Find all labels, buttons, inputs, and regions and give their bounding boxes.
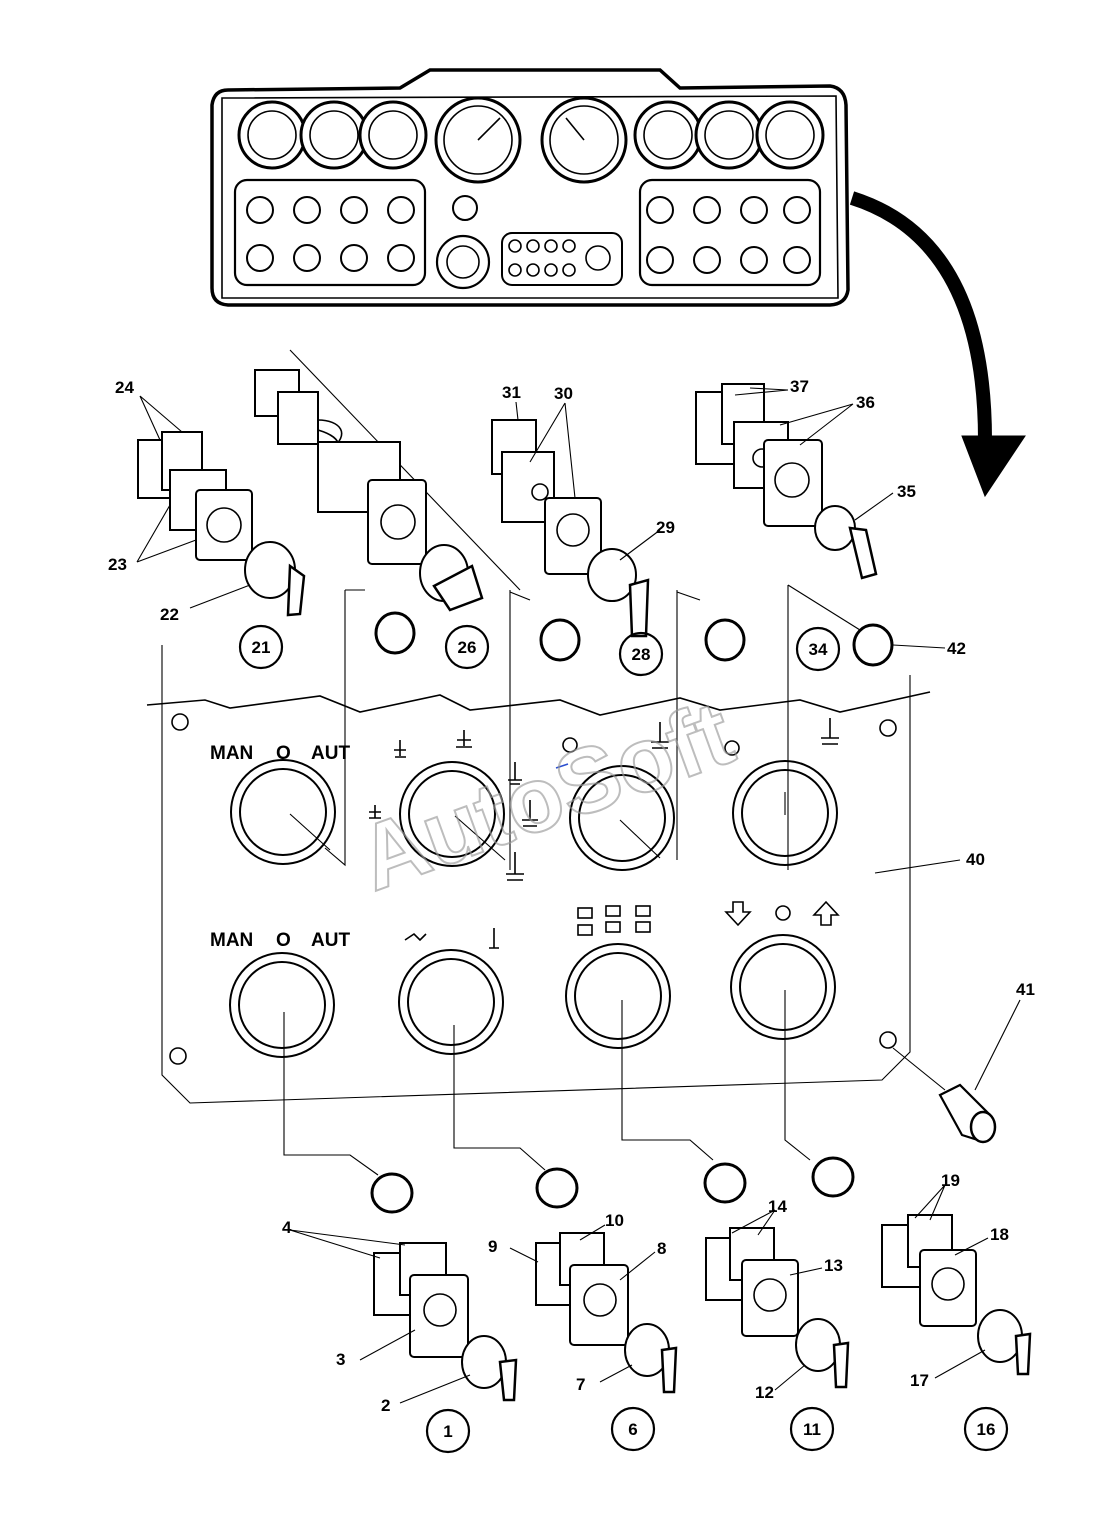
arrow-down-icon [724,901,752,927]
hitch-symbol-icon-5 [821,718,839,745]
tachometer [434,96,522,184]
row1-aut-label: AUT [311,743,350,764]
callout-36: 36 [856,393,875,412]
switch-opening-row1-4 [732,760,838,866]
switch-opening-row2-3 [565,943,671,1049]
neutral-position-icon [775,905,791,921]
row2-man-label: MAN [210,930,253,951]
switch-opening-row2-1 [229,952,335,1058]
callout-3: 3 [336,1350,345,1369]
row2-aut-label: AUT [311,930,350,951]
assembly-number-6: 6 [628,1420,637,1439]
switch-opening-row1-1 [230,759,336,865]
dashboard-overview [210,68,850,307]
callout-4: 4 [282,1218,292,1237]
callout-24: 24 [115,378,134,397]
implement-lower-icon [369,805,381,819]
callout-19: 19 [941,1171,960,1190]
switch-panel: MAN O AUT MAN O AUT [146,349,997,1214]
callout-40: 40 [966,850,985,869]
callouts: 24 23 22 31 30 29 37 36 35 42 40 41 4 3 … [108,377,1035,1415]
wave-symbol-icon [404,932,427,942]
callout-37: 37 [790,377,809,396]
callout-8: 8 [657,1239,666,1258]
callout-12: 12 [755,1383,774,1402]
leader-lines [136,387,1021,1404]
switch-assembly-1 [373,1242,518,1402]
row2-off-label: O [276,930,291,951]
callout-41: 41 [1016,980,1035,999]
callout-22: 22 [160,605,179,624]
dash-switches-right [646,196,811,274]
watermark-text: AutoSoft [346,682,746,911]
callout-17: 17 [910,1371,929,1390]
indicator-lenses-bottom [370,1156,855,1214]
callout-18: 18 [990,1225,1009,1244]
callout-9: 9 [488,1237,497,1256]
assembly-number-16: 16 [977,1420,996,1439]
implement-symbol-icon [394,740,406,758]
hitch-symbol-icon-4 [651,722,669,749]
mode-symbol-icon-1 [577,907,593,919]
gauge-cluster-left [237,100,428,170]
callout-7: 7 [576,1375,585,1394]
callout-13: 13 [824,1256,843,1275]
gauge-cluster-right [633,100,825,170]
indicator-lenses-top [374,611,894,667]
callout-29: 29 [656,518,675,537]
indicator-lamp-icon-2 [724,740,740,756]
panel-symbols [369,718,840,949]
assembly-number-26: 26 [458,638,477,657]
screw-41 [892,1047,997,1144]
callout-2: 2 [381,1396,390,1415]
dash-switches-left [246,196,415,272]
assembly-number-21: 21 [252,638,271,657]
switch-assembly-6 [535,1232,678,1394]
callout-30: 30 [554,384,573,403]
row1-man-label: MAN [210,743,253,764]
mode-symbol-icon-2 [605,905,621,917]
callout-42: 42 [947,639,966,658]
switch-assembly-26 [254,369,484,612]
callout-31: 31 [502,383,521,402]
switch-assembly-11 [705,1227,850,1389]
callout-35: 35 [897,482,916,501]
arrow-up-icon [812,900,840,926]
indicator-lamp-icon [562,737,578,753]
hitch-symbol-icon-3 [506,852,524,881]
hitch-symbol-icon-2 [522,800,538,827]
switch-opening-row2-4 [730,934,836,1040]
switch-assembly-34 [695,383,878,580]
speedometer [540,96,628,184]
plough-symbol-icon [489,928,499,949]
circled-numbers: 21 26 28 34 1 6 11 16 [238,624,1009,1454]
callout-10: 10 [605,1211,624,1230]
assembly-number-1: 1 [443,1422,452,1441]
switch-assembly-16 [881,1214,1032,1376]
assembly-number-34: 34 [809,640,828,659]
switch-assembly-21 [137,431,306,617]
switch-opening-row1-3 [569,765,675,871]
implement-raise-icon [456,730,472,748]
mode-symbol-icon-3 [635,905,651,917]
switch-opening-row1-2 [399,761,505,867]
hitch-symbol-icon [508,762,522,785]
callout-23: 23 [108,555,127,574]
zoom-arrow [849,191,1026,498]
assembly-number-28: 28 [632,645,651,664]
switch-opening-row2-2 [398,949,504,1055]
row1-off-label: O [276,743,291,764]
dash-warning-lamps [508,239,611,277]
callout-14: 14 [768,1197,787,1216]
switch-assembly-28 [491,419,650,638]
assembly-number-11: 11 [803,1420,821,1439]
